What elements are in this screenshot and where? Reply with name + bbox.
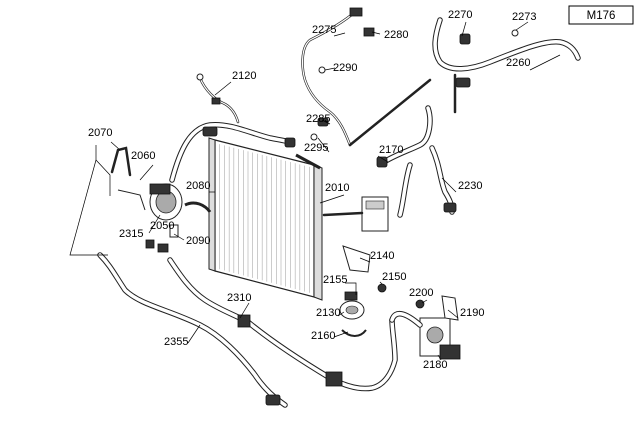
- callout-2275: 2275: [312, 24, 336, 36]
- callout-2230: 2230: [458, 180, 482, 192]
- callout-2010: 2010: [325, 182, 349, 194]
- callout-2155: 2155: [323, 274, 347, 286]
- hose-2310: [167, 257, 398, 392]
- callout-2295: 2295: [304, 142, 328, 154]
- callout-2130: 2130: [316, 307, 340, 319]
- callout-2260: 2260: [506, 57, 530, 69]
- hose-2170: [376, 105, 433, 218]
- callout-labels: 2270 2273 2275 2280 2260 2290 2120 2285 2070 2295…: [88, 9, 536, 371]
- model-code: M176: [587, 10, 616, 22]
- hose-2260: [432, 17, 581, 114]
- bracket-2140: [342, 245, 371, 273]
- hose-2120: [169, 73, 296, 183]
- callout-2120: 2120: [232, 70, 256, 82]
- callout-2160: 2160: [311, 330, 335, 342]
- callout-2290: 2290: [333, 62, 357, 74]
- callout-2070: 2070: [88, 127, 112, 139]
- callout-2200: 2200: [409, 287, 433, 299]
- leader-lines: [69, 21, 561, 361]
- clamp-2080: [184, 201, 212, 213]
- water-pump: [110, 146, 183, 221]
- callout-2270: 2270: [448, 9, 472, 21]
- radiator: [208, 137, 323, 301]
- model-code-box: M176: [568, 5, 634, 25]
- callout-2050: 2050: [150, 220, 174, 232]
- callout-2060: 2060: [131, 150, 155, 162]
- callout-2315: 2315: [119, 228, 143, 240]
- callout-2180: 2180: [423, 359, 447, 371]
- callout-2140: 2140: [370, 250, 394, 262]
- small-parts: [145, 224, 179, 253]
- hose-2275: [301, 7, 432, 147]
- callout-2280: 2280: [384, 29, 408, 41]
- callout-2090: 2090: [186, 235, 210, 247]
- callout-2285: 2285: [306, 113, 330, 125]
- pump-2180: [389, 295, 461, 360]
- callout-2310: 2310: [227, 292, 251, 304]
- valve-2130: [339, 283, 387, 337]
- callout-2170: 2170: [379, 144, 403, 156]
- callout-2150: 2150: [382, 271, 406, 283]
- callout-2273: 2273: [512, 11, 536, 23]
- callout-2080: 2080: [186, 180, 210, 192]
- callout-2190: 2190: [460, 307, 484, 319]
- thermostat-housing: [322, 196, 389, 232]
- hose-2230: [429, 145, 457, 215]
- callout-2355: 2355: [164, 336, 188, 348]
